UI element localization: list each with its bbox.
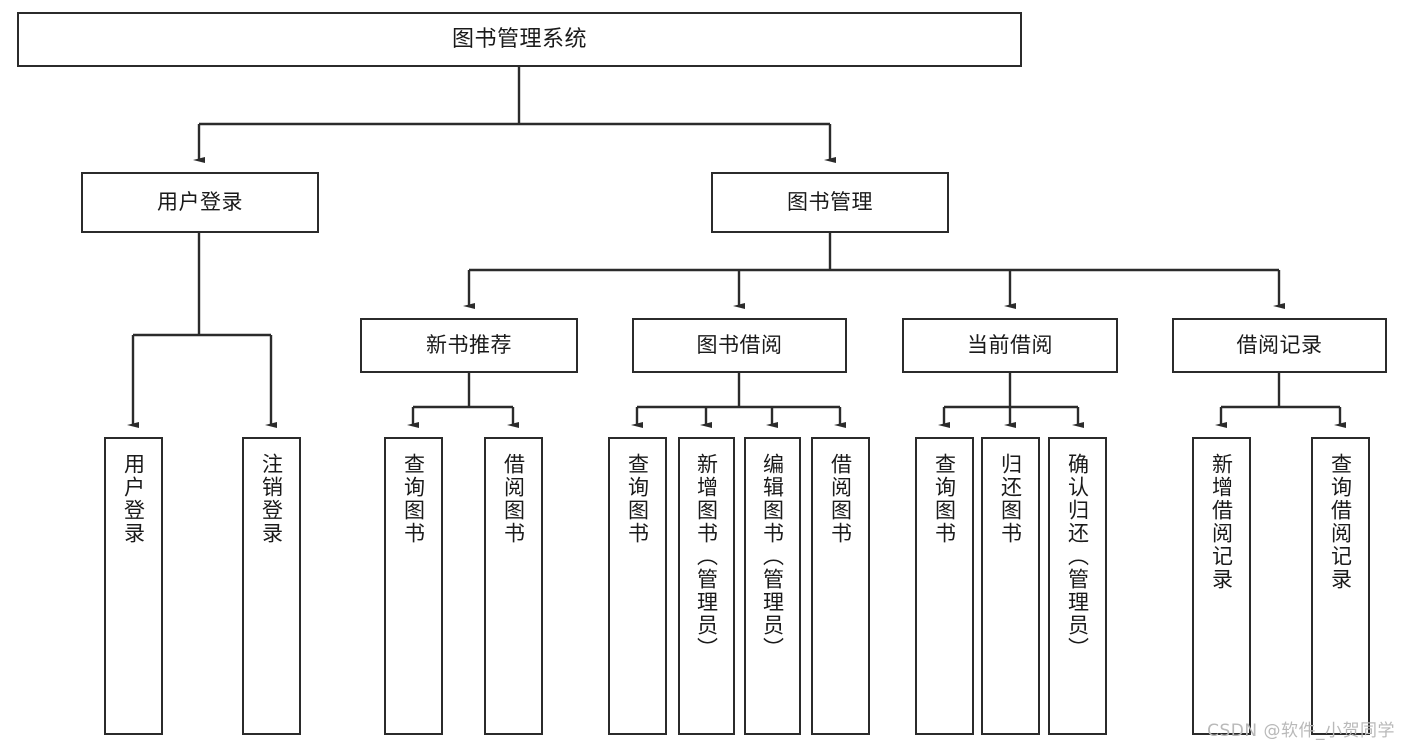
node-user-login[interactable]: 用户登录 (81, 172, 319, 233)
leaf-borrow-borrow-book[interactable]: 借阅图书 (811, 437, 870, 735)
node-label: 图书管理 (787, 190, 873, 215)
node-label: 图书管理系统 (451, 26, 587, 52)
node-label: 查询图书 (401, 453, 426, 545)
leaf-borrow-edit-book-admin[interactable]: 编辑图书（管理员） (744, 437, 801, 735)
leaf-current-return-book[interactable]: 归还图书 (981, 437, 1040, 735)
node-label: 编辑图书（管理员） (760, 453, 785, 660)
node-label: 图书借阅 (696, 333, 783, 358)
node-label: 借阅图书 (501, 453, 526, 545)
node-new-book-recommend[interactable]: 新书推荐 (360, 318, 578, 373)
node-label: 借阅图书 (828, 453, 853, 545)
leaf-borrow-add-book-admin[interactable]: 新增图书（管理员） (678, 437, 735, 735)
node-borrow-record[interactable]: 借阅记录 (1172, 318, 1387, 373)
leaf-newbook-query-book[interactable]: 查询图书 (384, 437, 443, 735)
watermark-text: CSDN @软件_小贺同学 (1207, 721, 1395, 741)
node-label: 查询借阅记录 (1328, 453, 1353, 591)
node-current-borrow[interactable]: 当前借阅 (902, 318, 1118, 373)
leaf-record-add-record[interactable]: 新增借阅记录 (1192, 437, 1251, 735)
node-book-borrow[interactable]: 图书借阅 (632, 318, 847, 373)
node-label: 确认归还（管理员） (1065, 453, 1090, 660)
leaf-user-login-login[interactable]: 用户登录 (104, 437, 163, 735)
leaf-borrow-query-book[interactable]: 查询图书 (608, 437, 667, 735)
leaf-current-confirm-return-admin[interactable]: 确认归还（管理员） (1048, 437, 1107, 735)
node-label: 新增借阅记录 (1209, 453, 1234, 591)
node-label: 查询图书 (625, 453, 650, 545)
leaf-record-query-record[interactable]: 查询借阅记录 (1311, 437, 1370, 735)
node-book-management[interactable]: 图书管理 (711, 172, 949, 233)
leaf-user-login-logout[interactable]: 注销登录 (242, 437, 301, 735)
node-label: 借阅记录 (1236, 333, 1323, 358)
node-label: 注销登录 (259, 453, 284, 545)
node-label: 查询图书 (932, 453, 957, 545)
node-label: 用户登录 (157, 190, 243, 215)
leaf-current-query-book[interactable]: 查询图书 (915, 437, 974, 735)
node-label: 归还图书 (998, 453, 1023, 545)
leaf-newbook-borrow-book[interactable]: 借阅图书 (484, 437, 543, 735)
node-root-system[interactable]: 图书管理系统 (17, 12, 1022, 67)
node-label: 新增图书（管理员） (694, 453, 719, 660)
node-label: 当前借阅 (967, 333, 1053, 358)
node-label: 新书推荐 (426, 333, 512, 358)
node-label: 用户登录 (121, 453, 146, 545)
